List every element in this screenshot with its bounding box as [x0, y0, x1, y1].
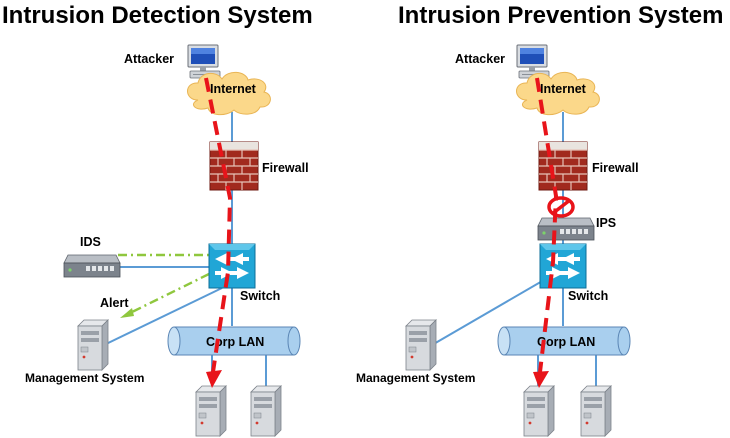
- ips-firewall-label: Firewall: [592, 161, 639, 175]
- ips-blocked-icon: [547, 196, 575, 218]
- ips-corp-lan-label: Corp LAN: [537, 335, 595, 349]
- ips-switch-icon: [539, 243, 587, 289]
- ids-attacker-computer-icon: [187, 44, 221, 79]
- ips-attacker-label: Attacker: [455, 52, 505, 66]
- ids-diagram: Intrusion Detection System Attacker Inte…: [2, 2, 313, 437]
- ips-firewall-icon: [538, 141, 588, 191]
- ids-switch-icon: [208, 243, 256, 289]
- ids-alert-paths: [118, 253, 210, 316]
- ids-attack-arrowhead: [206, 370, 222, 388]
- ids-lan-server-1-icon: [195, 385, 227, 437]
- ips-lan-server-1-icon: [523, 385, 555, 437]
- ids-sensor-icon: [63, 254, 121, 278]
- ips-internet-label: Internet: [540, 82, 587, 96]
- ips-attack-arrowhead: [533, 371, 549, 388]
- ids-corp-lan-label: Corp LAN: [206, 335, 264, 349]
- ids-lan-server-2-icon: [250, 385, 282, 437]
- ids-management-server-icon: [77, 319, 109, 371]
- ips-sensor-icon: [537, 217, 595, 241]
- ids-internet-label: Internet: [210, 82, 257, 96]
- ids-switch-label: Switch: [240, 289, 280, 303]
- ids-firewall-label: Firewall: [262, 161, 309, 175]
- ips-diagram: Intrusion Prevention System Attacker Int…: [356, 2, 723, 437]
- ips-attacker-computer-icon: [516, 44, 550, 79]
- ips-management-label: Management System: [356, 371, 475, 385]
- ids-attack-path: [204, 77, 233, 373]
- ids-title: Intrusion Detection System: [2, 2, 313, 29]
- ids-management-label: Management System: [25, 371, 144, 385]
- ids-alert-arrowhead: [120, 308, 134, 318]
- ids-firewall-icon: [209, 141, 259, 191]
- ips-sensor-label: IPS: [596, 216, 616, 230]
- ids-sensor-label: IDS: [80, 235, 101, 249]
- ips-title: Intrusion Prevention System: [398, 2, 723, 29]
- ids-attacker-label: Attacker: [124, 52, 174, 66]
- ids-alert-label: Alert: [100, 296, 129, 310]
- ips-switch-label: Switch: [568, 289, 608, 303]
- ips-lan-server-2-icon: [580, 385, 612, 437]
- ips-management-server-icon: [405, 319, 437, 371]
